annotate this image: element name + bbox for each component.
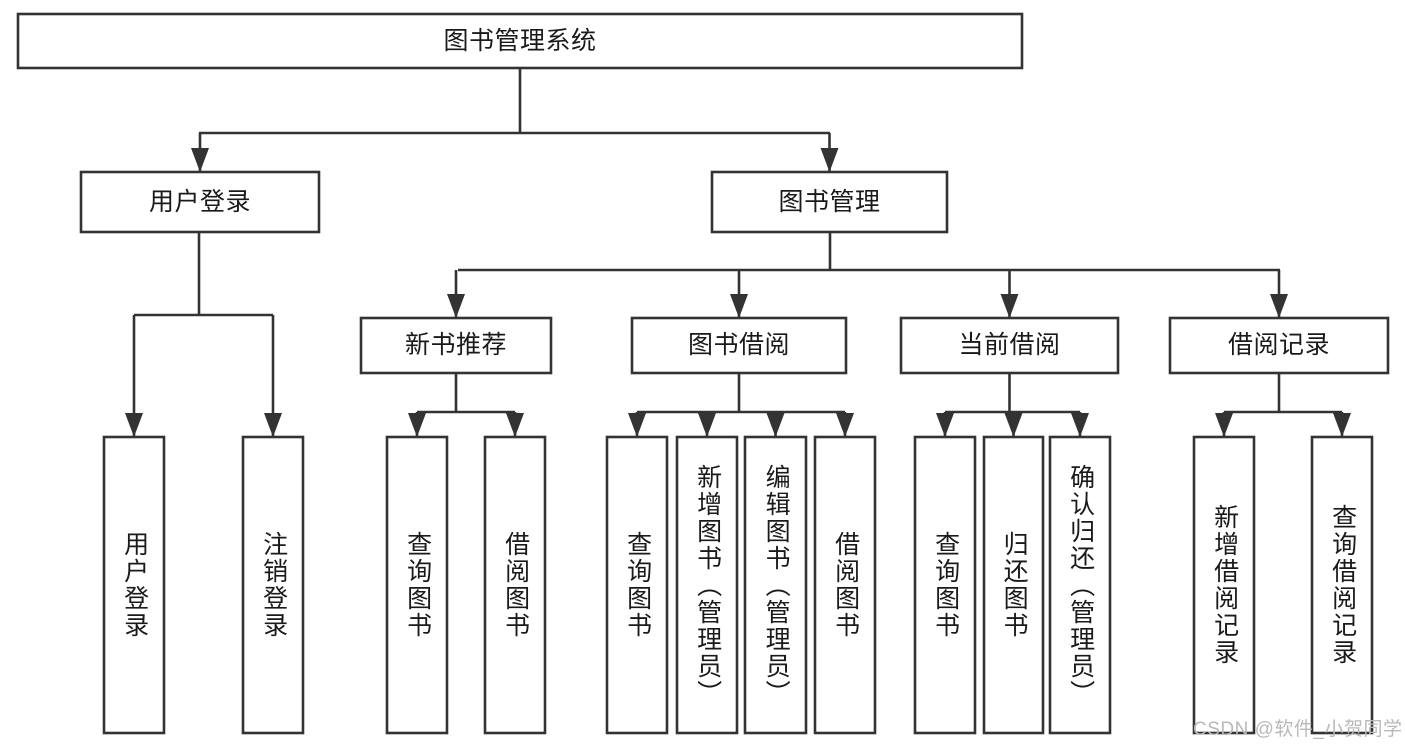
node-box-book-borrow[interactable] — [630, 316, 848, 375]
node-box-leaf-query-book-3[interactable] — [913, 435, 977, 735]
arrow-head-icon — [730, 294, 748, 318]
arrow-head-icon — [1071, 413, 1089, 437]
node-box-leaf-return-book[interactable] — [982, 435, 1045, 735]
arrow-head-icon — [408, 413, 426, 437]
watermark-text: CSDN @软件_小贺同学 — [1193, 719, 1403, 740]
arrow-head-icon — [1333, 413, 1351, 437]
arrow-head-icon — [191, 148, 209, 172]
arrow-head-icon — [820, 148, 839, 172]
node-box-leaf-add-borrow-record[interactable] — [1192, 435, 1256, 735]
arrow-head-icon — [766, 413, 785, 437]
arrow-head-icon — [698, 413, 716, 437]
node-box-leaf-borrow-book-2[interactable] — [813, 435, 877, 735]
node-box-leaf-query-borrow-record[interactable] — [1310, 435, 1374, 735]
arrow-head-icon — [1000, 294, 1019, 318]
node-box-leaf-confirm-return[interactable] — [1048, 435, 1112, 735]
node-box-leaf-add-book[interactable] — [675, 435, 739, 735]
arrow-head-icon — [836, 413, 854, 437]
arrow-head-icon — [506, 413, 524, 437]
arrow-head-icon — [628, 413, 646, 437]
arrow-head-icon — [1270, 294, 1288, 318]
node-box-new-book-recommend[interactable] — [359, 316, 553, 375]
arrow-head-icon — [125, 413, 143, 437]
arrow-head-icon — [1004, 413, 1023, 437]
node-box-leaf-edit-book[interactable] — [743, 435, 808, 735]
arrow-head-icon — [1215, 413, 1233, 437]
node-box-leaf-logout[interactable] — [241, 435, 305, 735]
arrow-head-icon — [936, 413, 954, 437]
node-box-user-login[interactable] — [79, 170, 321, 234]
arrow-head-icon — [447, 294, 465, 318]
connector-edges — [125, 68, 1351, 437]
node-box-book-management[interactable] — [710, 170, 949, 234]
node-box-current-borrow[interactable] — [899, 316, 1120, 375]
node-boxes — [16, 12, 1390, 735]
node-box-root[interactable] — [16, 12, 1024, 70]
node-box-leaf-query-book-2[interactable] — [605, 435, 669, 735]
node-box-leaf-query-book-1[interactable] — [385, 435, 449, 735]
node-box-leaf-borrow-book-1[interactable] — [483, 435, 547, 735]
node-box-leaf-user-login[interactable] — [102, 435, 166, 735]
node-box-borrow-record[interactable] — [1168, 316, 1390, 375]
arrow-head-icon — [264, 413, 282, 437]
